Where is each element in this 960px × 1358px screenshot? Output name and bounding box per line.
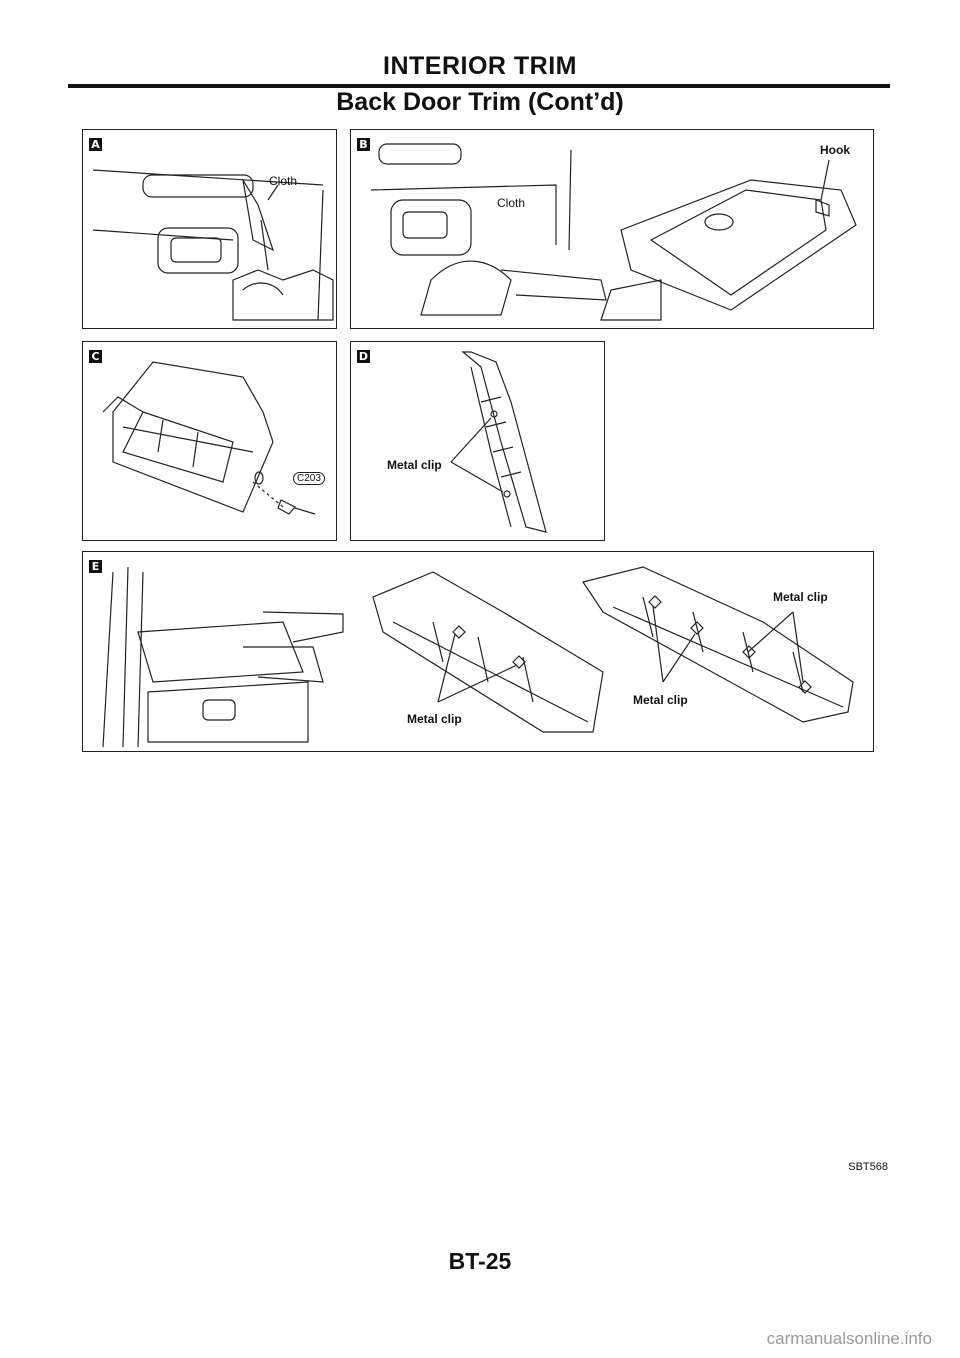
panel-marker-b: B	[357, 138, 370, 151]
panel-marker-c: C	[89, 350, 102, 363]
figure-panel-d: D Metal clip	[350, 341, 605, 541]
figure-panel-b: B Cloth Hook	[350, 129, 874, 329]
panel-marker-a: A	[89, 138, 102, 151]
panel-a-illustration	[92, 169, 334, 321]
cloth-label: Cloth	[269, 174, 298, 188]
part-code-label: C203	[293, 472, 325, 485]
header-rule	[68, 84, 890, 88]
metal-clip-label: Metal clip	[387, 458, 442, 472]
metal-clip-label: Metal clip	[407, 712, 462, 726]
section-title: INTERIOR TRIM	[383, 52, 577, 80]
metal-clip-label: Metal clip	[773, 590, 828, 604]
panel-marker-e: E	[89, 560, 102, 573]
hook-label: Hook	[820, 143, 850, 157]
panel-d-illustration	[450, 351, 547, 533]
page-number: BT-25	[448, 1248, 512, 1274]
panel-marker-d: D	[357, 350, 370, 363]
metal-clip-label: Metal clip	[633, 693, 688, 707]
watermark-text: carmanualsonline.info	[766, 1329, 932, 1348]
figure-panel-e: E Metal clip Metal clip Metal clip	[82, 551, 874, 752]
figure-panel-a: A Cloth	[82, 129, 337, 329]
panel-c-illustration	[102, 361, 316, 515]
figure-reference-code: SBT568	[848, 1161, 888, 1173]
panel-b-illustration	[370, 143, 857, 321]
panel-e-illustration	[102, 566, 854, 748]
figure-panel-c: C C203	[82, 341, 337, 541]
page-subtitle: Back Door Trim (Cont’d)	[336, 88, 624, 116]
cloth-label: Cloth	[497, 196, 526, 210]
